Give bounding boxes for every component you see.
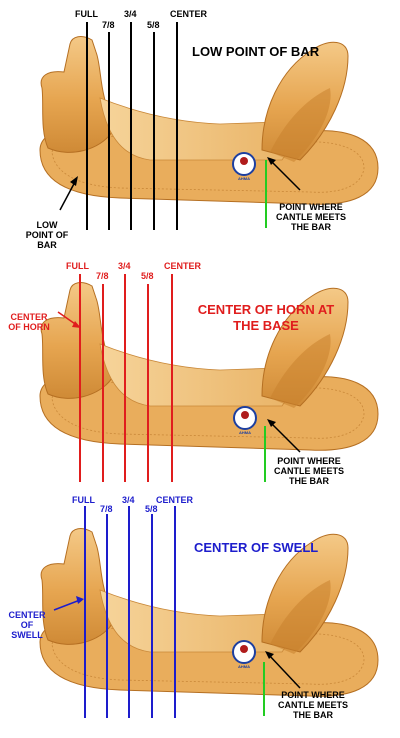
panel-title: CENTER OF HORN AT THE BASE [197, 302, 335, 333]
panel-title: LOW POINT OF BAR [192, 44, 320, 59]
label-center: CENTER [156, 495, 194, 505]
saddle-diagram [39, 274, 379, 482]
logo-text: AHMA [239, 430, 251, 435]
label-center: CENTER [164, 261, 202, 271]
callout-arrowhead [76, 596, 84, 604]
cantle-arrowhead [265, 651, 274, 659]
callout-arrowhead [72, 321, 81, 328]
label-3-4: 3/4 [122, 495, 135, 505]
logo-mark [240, 645, 248, 653]
saddle-diagram [39, 506, 379, 718]
callout-label: CENTER OF SWELL [8, 610, 46, 640]
panel-low-point-of-bar: FULL 7/8 3/4 5/8 CENTER LOW POINT OF BAR… [0, 0, 400, 250]
label-7-8: 7/8 [100, 504, 113, 514]
panel-title: CENTER OF SWELL [194, 540, 319, 555]
callout-arrow [53, 599, 81, 611]
label-full: FULL [72, 495, 95, 505]
label-5-8: 5/8 [147, 20, 160, 30]
logo-text: AHMA [238, 664, 250, 669]
panel-center-of-swell: FULL 7/8 3/4 5/8 CENTER CENTER OF SWELL … [0, 492, 400, 738]
cantle-arrow [269, 159, 301, 191]
label-5-8: 5/8 [145, 504, 158, 514]
label-center: CENTER [170, 9, 208, 19]
label-3-4: 3/4 [124, 9, 137, 19]
callout-label: CENTER OF HORN [8, 312, 50, 332]
cantle-arrow [267, 653, 301, 689]
label-7-8: 7/8 [102, 20, 115, 30]
label-full: FULL [66, 261, 89, 271]
label-5-8: 5/8 [141, 271, 154, 281]
logo-mark [240, 157, 248, 165]
saddle-illustration [39, 36, 379, 205]
cantle-arrowhead [267, 157, 276, 165]
callout-label: LOW POINT OF BAR [25, 220, 69, 250]
logo-mark [241, 411, 249, 419]
saddle-diagram [39, 22, 379, 230]
label-3-4: 3/4 [118, 261, 131, 271]
cantle-note: POINT WHERE CANTLE MEETS THE BAR [273, 456, 344, 486]
logo-text: AHMA [238, 176, 250, 181]
cantle-arrowhead [267, 419, 276, 427]
cantle-note: POINT WHERE CANTLE MEETS THE BAR [277, 690, 348, 720]
callout-arrow [59, 179, 77, 211]
panel-center-of-horn: FULL 7/8 3/4 5/8 CENTER CENTER OF HORN A… [0, 246, 400, 492]
cantle-note: POINT WHERE CANTLE MEETS THE BAR [275, 202, 346, 232]
label-7-8: 7/8 [96, 271, 109, 281]
label-full: FULL [75, 9, 98, 19]
cantle-arrow [269, 421, 301, 453]
callout-arrowhead [70, 176, 78, 186]
